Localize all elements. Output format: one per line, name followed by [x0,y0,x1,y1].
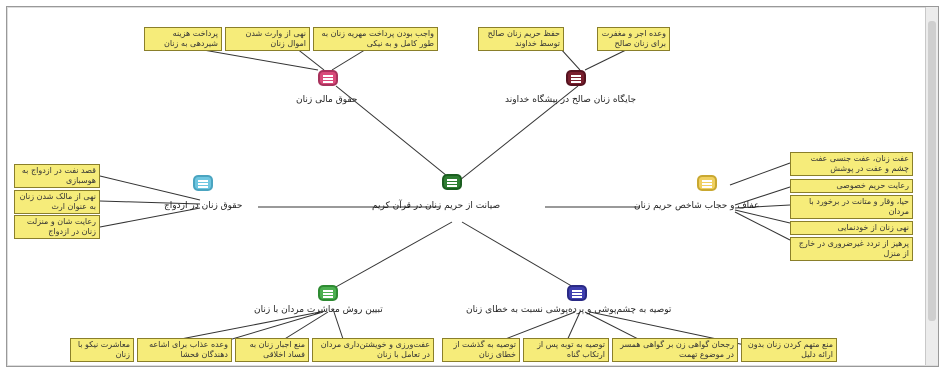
chastity-note-1[interactable]: عفت زنان، عفت جنسی عفت چشم و عفت در پوشش [790,152,913,176]
diagram-frame [6,6,939,367]
forgiveness-node-icon[interactable] [567,285,587,301]
forgiveness-note-2[interactable]: توصیه به توبه پس از ارتکاب گناه [523,338,609,362]
righteous-women-node-icon[interactable] [566,70,586,86]
righteous-women-label: جایگاه زنان صالح در پیشگاه خداوند [505,95,637,105]
link-chastity-note5 [734,211,791,241]
link-financial-note3 [331,47,369,71]
link-center-forgiveness [461,221,576,289]
chastity-note-5[interactable]: پرهیز از تردد غیرضروری در خارج از منزل [790,237,913,261]
link-chastity-note4 [734,209,791,224]
center-node-label: صیانت از حریم زنان در قرآن کریم [372,201,501,211]
chastity-note-2[interactable]: رعایت حریم خصوصی [790,179,913,193]
financial-rights-label: حقوق مالی زنان [296,95,358,105]
forgiveness-note-4[interactable]: منع متهم کردن زنان بدون ارائه دلیل [741,338,837,362]
financial-note-3[interactable]: واجب بودن پرداخت مهریه زنان به طور کامل … [313,27,438,51]
financial-note-1[interactable]: پرداخت هزینه شیردهی به زنان [144,27,222,51]
conduct-note-1[interactable]: معاشرت نیکو با زنان [70,338,134,362]
conduct-node-icon[interactable] [318,285,338,301]
chastity-label: عفاف و حجاب شاخص حریم زنان [634,201,760,211]
vertical-scrollbar[interactable] [925,7,938,365]
marriage-note-3[interactable]: رعایت شان و منزلت زنان در ازدواج [14,215,100,239]
link-status-note1 [559,47,581,71]
financial-note-2[interactable]: نهی از وارث شدن اموال زنان [225,27,310,51]
link-chastity-note3 [734,204,791,209]
marriage-rights-label: حقوق زنان در ازدواج [164,201,243,211]
link-marriage-note2 [99,200,201,205]
link-center-status [459,85,579,181]
conduct-note-4[interactable]: عفت‌ورزی و خویشتن‌داری مردان در تعامل با… [312,338,434,362]
forgiveness-note-3[interactable]: رجحان گواهی زن بر گواهی همسر در موضوع ته… [612,338,738,362]
status-note-2[interactable]: وعده اجر و مغفرت برای زنان صالح [597,27,670,51]
conduct-note-2[interactable]: وعده عذاب برای اشاعه دهندگان فحشا [137,338,232,362]
chastity-note-4[interactable]: نهی زنان از خودنمایی [790,221,913,235]
link-center-financial [335,85,453,181]
marriage-note-1[interactable]: قصد نفت در ازدواج به هوسبازی [14,164,100,188]
link-marriage-note3 [99,207,201,228]
link-financial-note1 [191,47,319,71]
chastity-note-3[interactable]: حیا، وقار و متانت در برخورد با مردان [790,195,913,219]
link-chastity-note2 [734,186,791,206]
link-chastity-note1 [729,162,791,186]
link-financial-note2 [295,47,325,71]
scrollbar-thumb[interactable] [928,21,936,321]
link-center-conduct [333,221,453,289]
conduct-label: تبیین روش معاشرت مردان با زنان [254,305,383,315]
link-marriage-note1 [99,175,201,201]
link-status-note2 [584,47,631,71]
financial-rights-node-icon[interactable] [318,70,338,86]
status-note-1[interactable]: حفظ حریم زنان صالح توسط خداوند [478,27,564,51]
chastity-node-icon[interactable] [697,175,717,191]
center-node-icon[interactable] [442,174,462,190]
forgiveness-note-1[interactable]: توصیه به گذشت از خطای زنان [442,338,520,362]
marriage-note-2[interactable]: نهی از مالک شدن زنان به عنوان ارث [14,190,100,214]
marriage-rights-node-icon[interactable] [193,175,213,191]
conduct-note-3[interactable]: منع اجبار زنان به فساد اخلاقی [235,338,309,362]
forgiveness-label: توصیه به چشم‌پوشی و پرده‌پوشی نسبت به خط… [466,305,672,315]
